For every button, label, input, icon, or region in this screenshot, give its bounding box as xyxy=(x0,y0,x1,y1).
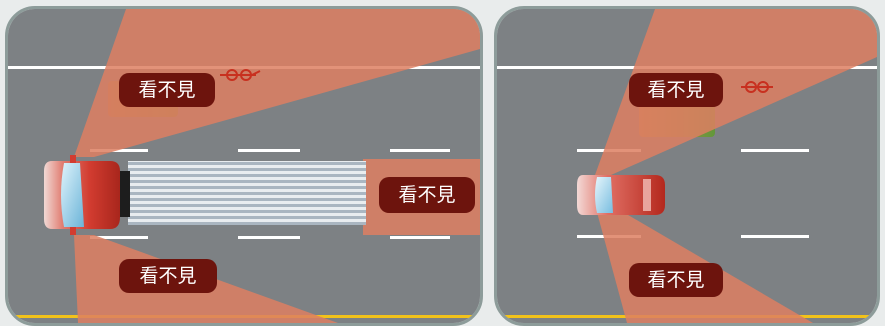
truck xyxy=(44,155,366,235)
blind-zone-top xyxy=(74,9,480,157)
cyclist-icon xyxy=(220,69,261,81)
label-bottom: 看不見 xyxy=(629,263,723,297)
car-blind-spot-panel: 看不見 看不見 xyxy=(494,6,880,326)
blind-zones xyxy=(74,9,480,323)
car xyxy=(577,175,665,215)
label-bottom: 看不見 xyxy=(119,259,217,293)
truck-windshield xyxy=(61,163,84,227)
car-rear-window xyxy=(643,179,651,211)
car-body xyxy=(577,175,665,215)
label-right: 看不見 xyxy=(379,177,475,213)
blind-zone-top xyxy=(595,9,877,175)
dashed-lane-lines xyxy=(90,149,450,239)
cyclist-icon xyxy=(741,81,773,93)
truck-mirror-bottom xyxy=(70,227,76,235)
label-top-text: 看不見 xyxy=(138,79,195,101)
truck-blind-spot-panel: 看不見 看不見 看不見 xyxy=(5,6,483,326)
label-top: 看不見 xyxy=(119,73,215,107)
car-windshield xyxy=(595,177,613,213)
truck-scene: 看不見 看不見 看不見 xyxy=(8,9,480,323)
label-right-text: 看不見 xyxy=(398,184,455,206)
label-bottom-text: 看不見 xyxy=(139,265,196,287)
label-bottom-text: 看不見 xyxy=(647,269,704,291)
truck-mirror-top xyxy=(70,155,76,163)
car-scene: 看不見 看不見 xyxy=(497,9,877,323)
label-top-text: 看不見 xyxy=(647,79,704,101)
truck-trailer xyxy=(128,161,366,225)
label-top: 看不見 xyxy=(629,73,723,107)
